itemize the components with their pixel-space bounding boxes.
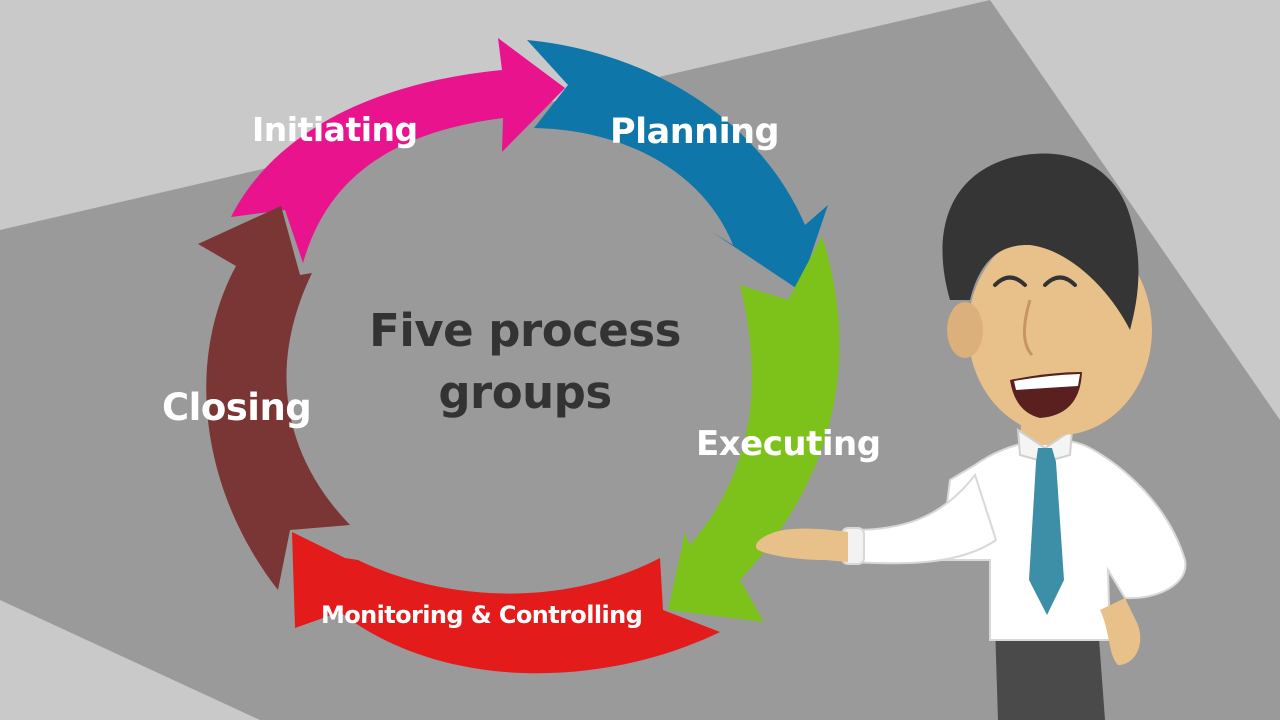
arrow-monitoring (292, 532, 720, 674)
stage-label-monitoring: Monitoring & Controlling (321, 601, 643, 629)
cycle-diagram (198, 38, 840, 674)
arrow-initiating (231, 38, 565, 263)
hair (942, 153, 1139, 330)
center-title-line2: groups (438, 366, 612, 419)
arrow-closing (198, 206, 350, 590)
extended-arm (851, 472, 998, 565)
arrow-executing (668, 236, 840, 622)
teeth (1014, 374, 1080, 390)
stage-label-planning: Planning (610, 112, 780, 152)
eye-left (993, 275, 1027, 287)
hip-hand (1100, 598, 1141, 665)
ear (947, 302, 983, 358)
open-hand (755, 528, 848, 562)
stage-label-initiating: Initiating (252, 110, 418, 149)
stage-label-executing: Executing (696, 424, 881, 464)
center-title-line1: Five process (369, 304, 681, 357)
trousers (995, 625, 1105, 720)
center-title: Five process groups (330, 300, 720, 424)
tie (1029, 448, 1064, 615)
businessman-illustration (755, 153, 1187, 720)
eye-right (1043, 275, 1077, 287)
arrow-planning (527, 40, 828, 290)
nose (1023, 299, 1034, 357)
background-shadow (0, 600, 260, 720)
stage-label-closing: Closing (162, 386, 312, 429)
